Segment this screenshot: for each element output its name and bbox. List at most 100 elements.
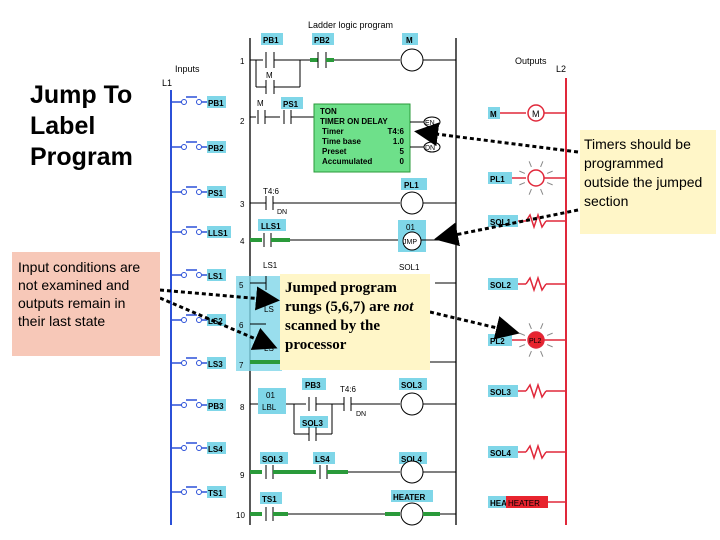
output-label: SOL3	[490, 388, 511, 397]
output-sol4: SOL4	[488, 443, 566, 461]
svg-text:3: 3	[240, 200, 245, 209]
output-label: PL1	[490, 175, 505, 184]
svg-text:LLS1: LLS1	[261, 222, 281, 231]
svg-text:01: 01	[266, 391, 275, 400]
input-label: LS4	[208, 445, 223, 454]
svg-text:PL1: PL1	[404, 181, 419, 190]
svg-text:PB2: PB2	[314, 36, 330, 45]
svg-text:SOL3: SOL3	[401, 381, 422, 390]
svg-text:M: M	[257, 99, 264, 108]
svg-text:SOL4: SOL4	[401, 455, 422, 464]
svg-text:TON: TON	[320, 107, 337, 116]
svg-text:PL2: PL2	[529, 338, 542, 345]
annotation-arrows	[159, 122, 579, 350]
timer-block	[313, 103, 411, 173]
note-input-conditions: Input conditions are not examined and ou…	[12, 252, 160, 356]
input-label: PB2	[208, 144, 224, 153]
input-pb2: PB2	[171, 141, 226, 153]
svg-text:TS1: TS1	[262, 495, 277, 504]
input-label: LS1	[208, 272, 223, 281]
svg-text:DN: DN	[425, 145, 435, 152]
input-ps1: PS1	[171, 186, 226, 198]
svg-text:PB1: PB1	[263, 36, 279, 45]
input-label: LS2	[208, 317, 223, 326]
svg-text:6: 6	[239, 321, 244, 330]
svg-text:LS: LS	[264, 344, 274, 353]
input-ls1: LS1	[171, 269, 226, 281]
svg-text:M: M	[266, 71, 273, 80]
input-ls4: LS4	[171, 442, 226, 454]
rung-3: 3 T4:6 DN PL1	[240, 178, 456, 216]
svg-text:LBL: LBL	[262, 403, 277, 412]
svg-text:01: 01	[406, 223, 415, 232]
input-label: LS3	[208, 360, 223, 369]
rung-4: 4 LLS1 01 JMP	[240, 219, 456, 252]
input-lls1: LLS1	[171, 226, 231, 238]
svg-text:DN: DN	[356, 411, 366, 418]
rung-10: 10 TS1 HEATER	[236, 490, 456, 526]
output-sol3: SOL3	[488, 382, 566, 400]
timer-row-value: 1.0	[393, 137, 405, 146]
note-center-part1: Jumped program rungs (5,6,7) are	[285, 280, 397, 315]
svg-text:7: 7	[239, 361, 244, 370]
arrow-to-ls3	[159, 296, 278, 350]
input-label: PB3	[208, 402, 224, 411]
note-timers: Timers should be programmed outside the …	[580, 130, 716, 234]
arrow-to-jmp	[434, 208, 579, 247]
svg-text:5: 5	[239, 281, 244, 290]
input-label: TS1	[208, 489, 223, 498]
timer-row-value: 5	[400, 147, 405, 156]
svg-text:2: 2	[240, 117, 245, 126]
svg-text:1: 1	[240, 57, 245, 66]
svg-text:LS1: LS1	[263, 261, 278, 270]
svg-text:DN: DN	[277, 209, 287, 216]
output-label: SOL1	[490, 218, 511, 227]
rung-8: 8 01 LBL PB3 T4:6 DN SOL3 SOL3	[240, 378, 456, 441]
output-label: SOL4	[490, 449, 511, 458]
input-label: LLS1	[208, 229, 228, 238]
svg-text:8: 8	[240, 403, 245, 412]
svg-text:TIMER ON DELAY: TIMER ON DELAY	[320, 117, 388, 126]
svg-text:PS1: PS1	[283, 100, 299, 109]
rung-1: 1 PB1 PB2 M M	[240, 33, 456, 94]
svg-text:HEATER: HEATER	[508, 499, 540, 508]
timer-row-value: 0	[400, 157, 405, 166]
output-label: SOL2	[490, 281, 511, 290]
timer-row-value: T4:6	[388, 127, 405, 136]
inputs-label: Inputs	[175, 64, 200, 74]
svg-text:T4:6: T4:6	[340, 385, 357, 394]
svg-text:HEATER: HEATER	[393, 493, 426, 502]
note-center-part2: scanned by the processor	[285, 318, 381, 353]
svg-text:M: M	[406, 36, 413, 45]
outputs-label: Outputs	[515, 56, 547, 66]
svg-text:4: 4	[240, 237, 245, 246]
svg-text:SOL1: SOL1	[399, 263, 420, 272]
output-sol2: SOL2	[488, 275, 566, 293]
svg-text:LS: LS	[264, 305, 274, 314]
svg-text:T4:6: T4:6	[263, 187, 280, 196]
svg-text:PB3: PB3	[305, 381, 321, 390]
svg-text:LS4: LS4	[315, 455, 330, 464]
note-jumped-rungs: Jumped program rungs (5,6,7) are not sca…	[280, 274, 430, 370]
svg-text:SOL3: SOL3	[302, 419, 323, 428]
program-title: Ladder logic program	[308, 20, 393, 30]
output-sol1: SOL1	[488, 212, 566, 230]
output-pl1: PL1	[488, 161, 566, 195]
svg-text:9: 9	[240, 471, 245, 480]
note-center-not: not	[393, 299, 414, 315]
output-label: PL2	[490, 337, 505, 346]
input-label: PS1	[208, 189, 224, 198]
timer-row-label: Preset	[322, 147, 347, 156]
input-label: PB1	[208, 99, 224, 108]
slide-title: Jump To Label Program	[30, 81, 133, 171]
arrow-to-pl2	[429, 310, 520, 340]
output-heater: HEATERHEATER	[488, 496, 566, 508]
input-pb3: PB3	[171, 399, 226, 411]
arrow-to-ls1	[159, 286, 280, 311]
svg-text:JMP: JMP	[403, 239, 417, 246]
